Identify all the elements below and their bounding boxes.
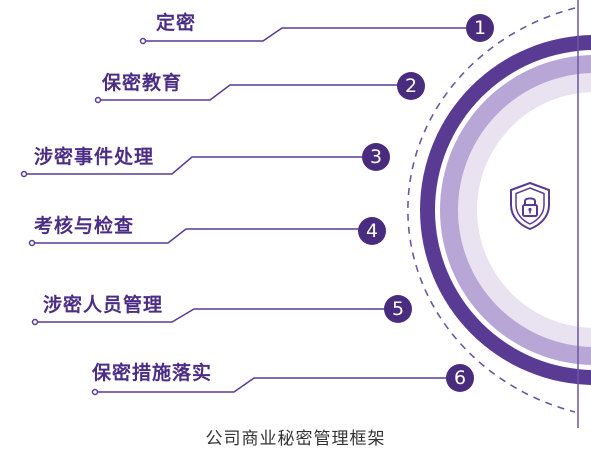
connector-dots (20, 37, 147, 396)
shield-lock-icon (510, 181, 550, 231)
connector-dot-5 (31, 318, 39, 326)
connector-3 (24, 156, 364, 175)
item-label-6: 保密措施落实 (92, 362, 213, 384)
diagram-caption: 公司商业秘密管理框架 (205, 429, 386, 449)
item-number-1: 1 (466, 14, 494, 42)
item-number-6: 6 (446, 364, 474, 392)
item-label-1: 定密 (156, 12, 197, 34)
connector-dot-6 (91, 388, 99, 396)
connector-5 (35, 308, 385, 323)
connector-dot-3 (20, 170, 28, 178)
ring-core (477, 92, 591, 328)
connectors (24, 27, 466, 393)
item-number-2: 2 (397, 72, 425, 100)
item-number-4: 4 (358, 217, 386, 245)
connector-6 (95, 377, 446, 393)
connector-dot-4 (28, 239, 36, 247)
item-number-3: 3 (362, 143, 390, 171)
item-number-5: 5 (384, 295, 412, 323)
item-label-4: 考核与检查 (34, 215, 135, 237)
connector-4 (32, 228, 361, 244)
connector-2 (98, 84, 400, 101)
connector-dot-2 (94, 96, 102, 104)
connector-dot-1 (139, 37, 147, 45)
item-label-3: 涉密事件处理 (34, 146, 155, 168)
connector-1 (143, 27, 466, 42)
outer-dashed-arc (407, 7, 576, 413)
item-label-2: 保密教育 (102, 72, 183, 94)
item-label-5: 涉密人员管理 (43, 294, 164, 316)
